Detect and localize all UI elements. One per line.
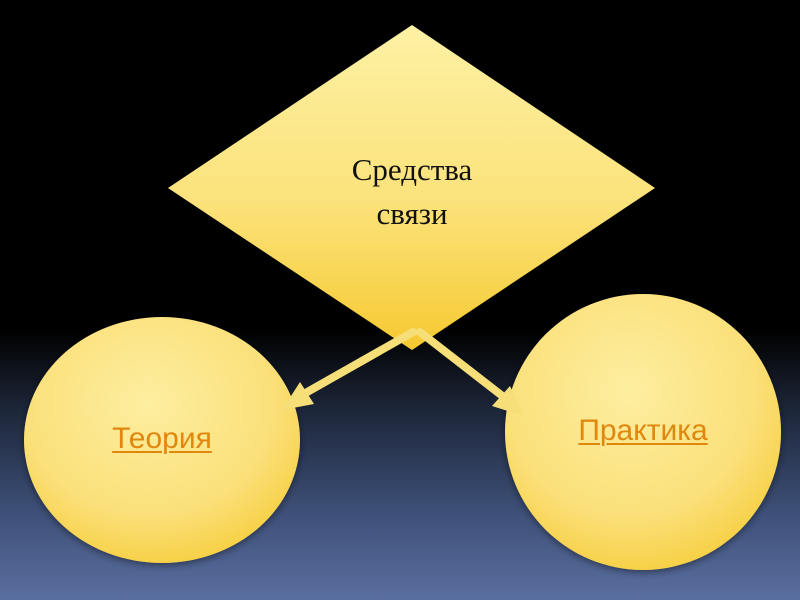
arrow-to-left bbox=[282, 328, 417, 410]
right-circle bbox=[505, 294, 781, 570]
left-circle bbox=[24, 317, 300, 563]
theory-link[interactable]: Теория bbox=[112, 422, 212, 455]
practice-link[interactable]: Практика bbox=[578, 414, 708, 447]
diamond-label: Средства связи bbox=[351, 152, 473, 231]
top-diamond bbox=[168, 25, 655, 350]
arrow-to-right bbox=[416, 328, 524, 416]
